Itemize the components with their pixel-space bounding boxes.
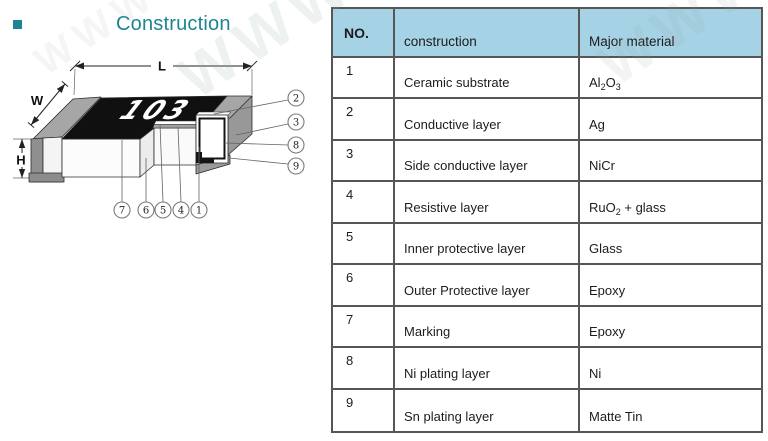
cell-material: Epoxy bbox=[580, 307, 761, 349]
cell-construction: Sn plating layer bbox=[395, 389, 580, 431]
cell-no: 9 bbox=[333, 389, 395, 431]
plating-corner-bracket bbox=[196, 152, 214, 163]
title-bullet-square bbox=[13, 20, 22, 29]
header-construction: construction bbox=[395, 9, 580, 58]
cell-construction: Side conductive layer bbox=[395, 140, 580, 183]
cell-no: 1 bbox=[333, 58, 395, 100]
cell-material: NiCr bbox=[580, 141, 761, 183]
resistor-construction-diagram: L W H bbox=[13, 59, 305, 219]
svg-text:3: 3 bbox=[293, 118, 299, 129]
cell-no: 5 bbox=[333, 223, 395, 266]
callout-1: 1 bbox=[190, 201, 208, 219]
cell-construction: Outer Protective layer bbox=[395, 265, 580, 307]
callout-8: 8 bbox=[287, 136, 305, 154]
cell-material: Epoxy bbox=[580, 265, 761, 307]
cap-cross-section bbox=[195, 114, 229, 164]
cell-construction: Inner protective layer bbox=[395, 223, 580, 266]
left-cap-foot bbox=[28, 172, 65, 183]
cell-material: Ni bbox=[580, 348, 761, 390]
dimension-height: H bbox=[13, 138, 31, 179]
callout-9: 9 bbox=[287, 157, 305, 175]
dimension-length: L bbox=[69, 59, 258, 96]
cell-construction: Resistive layer bbox=[395, 182, 580, 224]
callout-7: 7 bbox=[113, 201, 131, 219]
callout-5: 5 bbox=[154, 201, 172, 219]
cell-material: Ag bbox=[580, 99, 761, 141]
cell-no: 8 bbox=[333, 348, 395, 390]
svg-text:4: 4 bbox=[178, 206, 184, 217]
cell-no: 7 bbox=[333, 306, 395, 349]
conductive-layer-strip bbox=[195, 111, 232, 116]
cell-material: Matte Tin bbox=[589, 408, 643, 424]
svg-text:9: 9 bbox=[293, 162, 299, 173]
cell-material: Al2O3 bbox=[580, 58, 761, 100]
chip-resistor-body: 103 bbox=[28, 95, 253, 183]
dimension-label-h: H bbox=[16, 153, 25, 168]
callouts-bottom: 7 6 5 4 1 bbox=[113, 123, 208, 219]
cell-no: 2 bbox=[333, 99, 395, 141]
header-no: NO. bbox=[333, 9, 395, 58]
cell-no: 4 bbox=[333, 182, 395, 224]
svg-text:7: 7 bbox=[119, 206, 125, 217]
callout-3: 3 bbox=[287, 113, 305, 131]
svg-text:2: 2 bbox=[293, 94, 299, 105]
header-material: Major material bbox=[580, 9, 761, 58]
dimension-label-l: L bbox=[158, 59, 166, 74]
svg-text:8: 8 bbox=[293, 141, 299, 152]
cell-no: 6 bbox=[333, 265, 395, 307]
svg-text:6: 6 bbox=[143, 206, 149, 217]
cell-material: RuO2 + glass bbox=[580, 182, 761, 224]
cell-material: Glass bbox=[580, 224, 761, 266]
cell-construction: Conductive layer bbox=[395, 99, 580, 141]
callouts-right: 2 3 8 9 bbox=[213, 89, 305, 175]
cell-no: 3 bbox=[333, 140, 395, 183]
callout-4: 4 bbox=[172, 201, 190, 219]
callout-2: 2 bbox=[287, 89, 305, 107]
ceramic-front-face bbox=[61, 138, 141, 178]
cell-construction: Ni plating layer bbox=[395, 348, 580, 390]
svg-text:5: 5 bbox=[160, 206, 166, 217]
svg-text:1: 1 bbox=[196, 206, 202, 217]
dimension-width: W bbox=[27, 81, 69, 128]
page-title: Construction bbox=[116, 13, 231, 35]
cell-construction: Ceramic substrate bbox=[395, 58, 580, 100]
cell-construction: Marking bbox=[395, 306, 580, 349]
callout-6: 6 bbox=[137, 201, 155, 219]
dimension-label-w: W bbox=[31, 93, 44, 108]
